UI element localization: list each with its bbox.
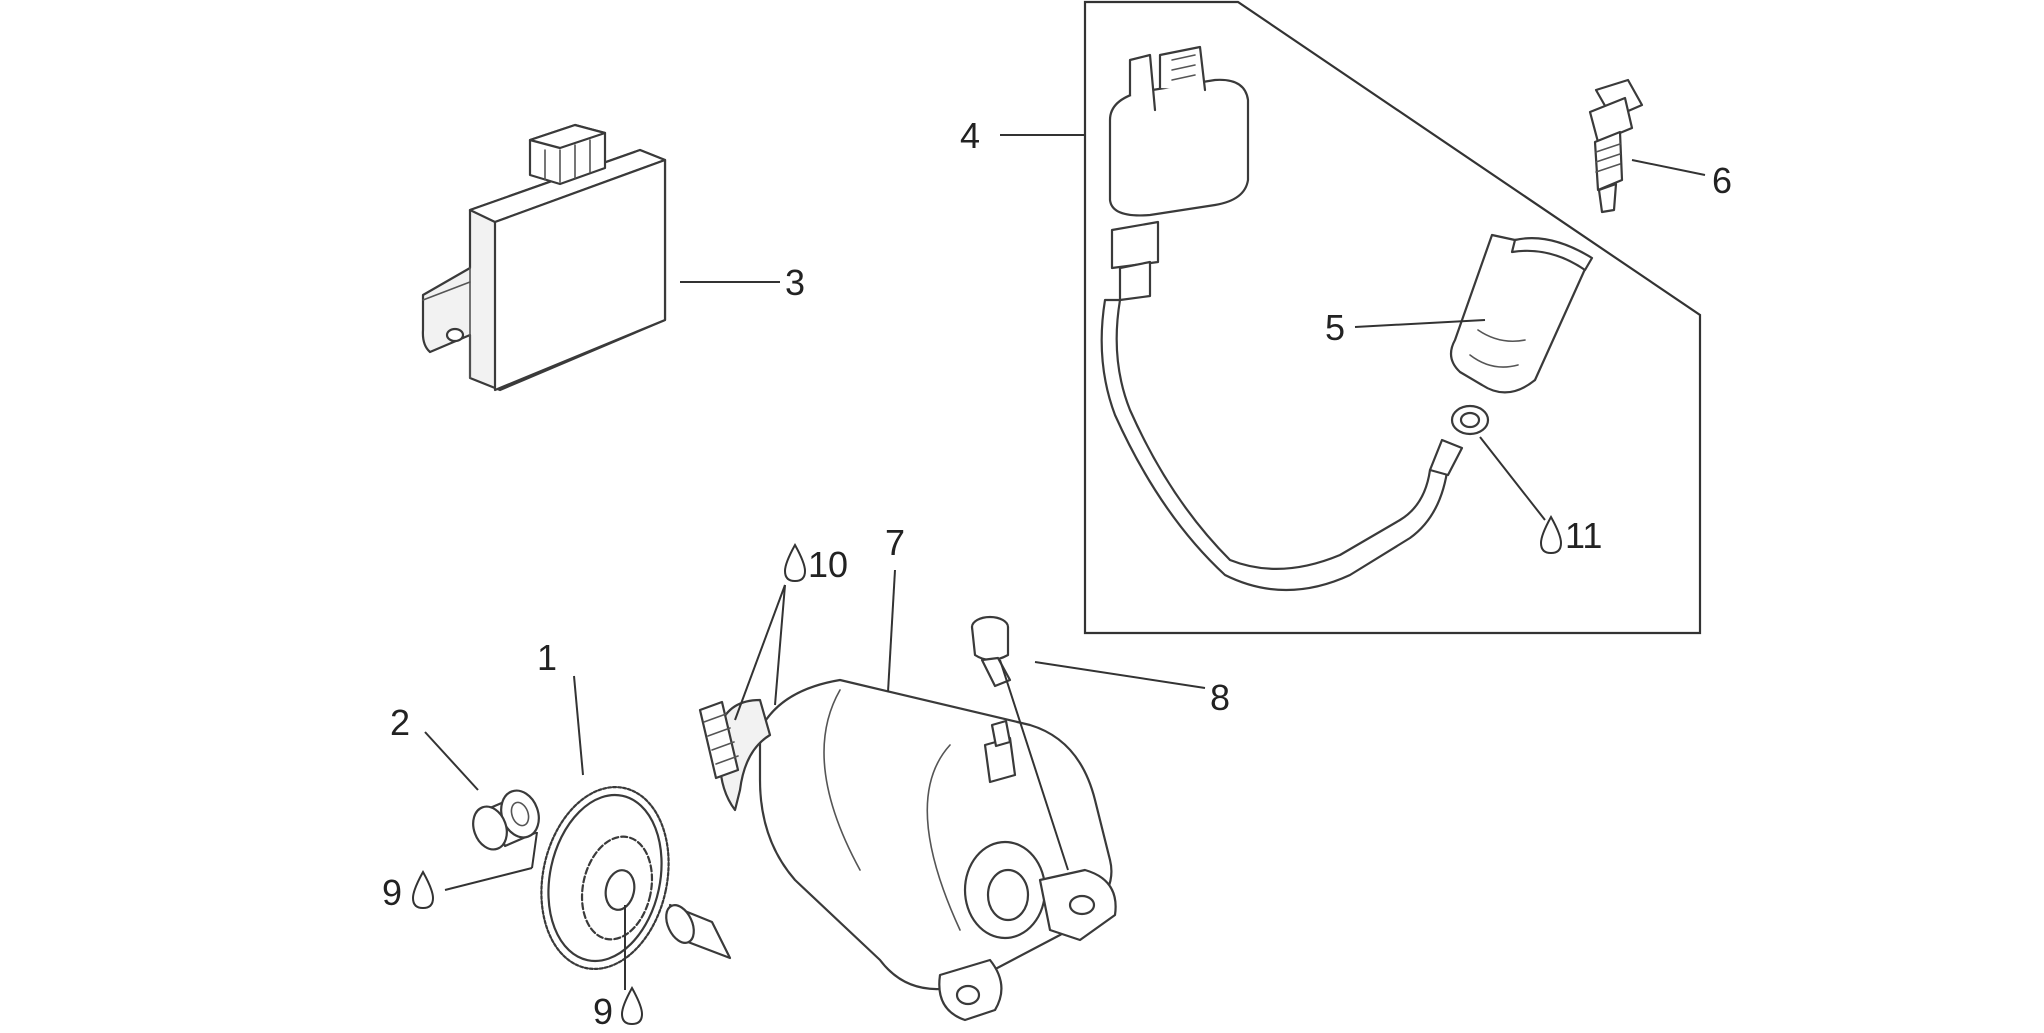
callout-2: 2	[390, 702, 410, 743]
callout-7: 7	[885, 522, 905, 563]
part-bush	[472, 789, 540, 851]
oil-drop-icon	[620, 985, 644, 1026]
callout-4: 4	[960, 115, 980, 156]
leader-lines	[424, 134, 1706, 990]
callout-6: 6	[1712, 160, 1732, 201]
part-spark-plug	[1588, 78, 1644, 214]
part-gear	[540, 785, 670, 971]
callout-3: 3	[785, 262, 805, 303]
callout-10: 10	[808, 544, 848, 585]
callout-1: 1	[537, 637, 557, 678]
oil-drop-icon	[1539, 514, 1563, 555]
callout-9-lower: 9	[593, 991, 613, 1032]
part-ignition-coil	[1100, 45, 1464, 592]
ignition-kit-frame	[1083, 0, 1702, 635]
part-cdi-unit	[421, 123, 667, 392]
callout-8: 8	[1210, 677, 1230, 718]
callout-labels: 1 2 3 4 5 6 7 8 9 9 10 11	[382, 115, 1732, 1032]
oil-drop-icon	[411, 869, 435, 910]
callout-5: 5	[1325, 307, 1345, 348]
part-screw	[970, 615, 1012, 688]
oil-drop-icon	[783, 542, 807, 583]
callout-9-upper: 9	[382, 872, 402, 913]
part-starter-motor	[698, 678, 1117, 1022]
part-pin	[665, 903, 732, 960]
callout-11: 11	[1565, 515, 1602, 556]
part-plug-cap	[1449, 233, 1594, 436]
